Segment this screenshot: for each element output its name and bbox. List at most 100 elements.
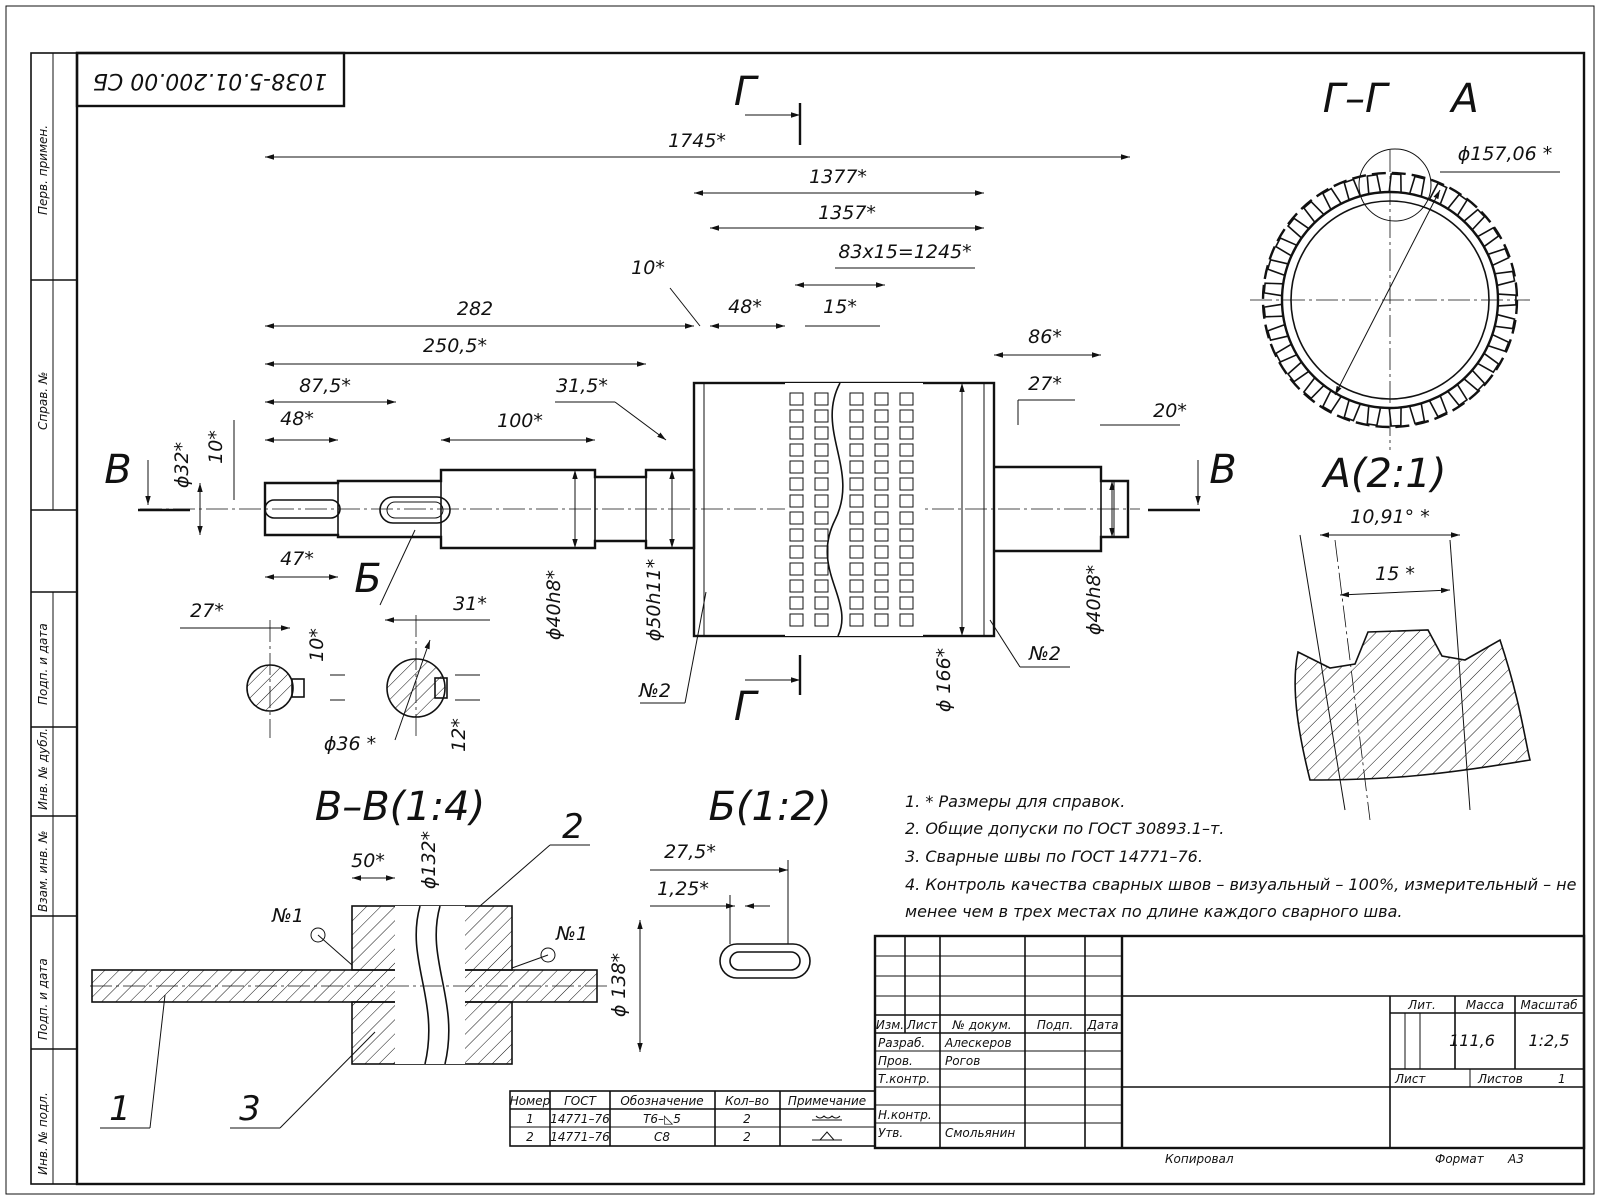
side-label-podp2: Подп. и дата (36, 958, 50, 1040)
weld-r1-designation: Т6–◺5 (643, 1112, 681, 1126)
tb-name-razrab: Алескеров (944, 1036, 1012, 1050)
dim-31-5: 31,5* (556, 375, 608, 397)
tb-sheets-label: Листов (1477, 1072, 1523, 1086)
dim-phi138: ϕ 138* (608, 953, 630, 1017)
drum-tooth (814, 562, 829, 576)
detail-b-view: Б(1:2) 27,5* 1,25* (650, 784, 832, 979)
dim-50: 50* (351, 850, 385, 872)
dim-47: 47* (280, 548, 314, 570)
tb-col-list: Лист (906, 1018, 938, 1032)
side-label-vzam: Взам. инв. № (36, 831, 50, 912)
tb-col-data: Дата (1086, 1018, 1118, 1032)
side-columns: Перв. примен. Справ. № Подп. и дата Инв.… (36, 125, 50, 1175)
drum-tooth (899, 477, 914, 491)
drum-tooth (814, 477, 829, 491)
drum-tooth (814, 613, 829, 627)
note-1: 1. * Размеры для справок. (905, 792, 1125, 811)
dim-15-detail: 15 * (1375, 563, 1415, 585)
detail-a-view: А(2:1) 10,91° * 15 * (1294, 451, 1531, 821)
drum-tooth (814, 392, 829, 406)
section-g-bottom: Г (734, 684, 759, 730)
tb-name-prov: Рогов (945, 1054, 980, 1068)
drum-tooth (874, 477, 889, 491)
drum-tooth (814, 579, 829, 593)
weld-symbol-2-icon (812, 1131, 842, 1141)
dim-48-left: 48* (280, 408, 314, 430)
drum-tooth (789, 511, 804, 525)
drum-tooth (789, 613, 804, 627)
weld-th-designation: Обозначение (620, 1094, 703, 1108)
drum-tooth (814, 409, 829, 423)
gear-tooth (1366, 173, 1382, 195)
drum-tooth (849, 545, 864, 559)
section-v-right: В (1209, 447, 1236, 493)
drum-tooth (789, 426, 804, 440)
drum-tooth (849, 409, 864, 423)
dim-phi32: ϕ32* (171, 442, 193, 488)
dim-87-5: 87,5* (299, 375, 351, 397)
section-vv-title: В–В(1:4) (315, 784, 485, 830)
section-g-top: Г (734, 69, 759, 115)
weld-th-qty: Кол–во (725, 1094, 769, 1108)
drum-tooth (849, 460, 864, 474)
weld-symbol-1-icon (812, 1115, 842, 1121)
gear-tooth (1286, 217, 1310, 239)
section-v-left: В (104, 447, 131, 493)
section-gg-title: Г–Г (1323, 76, 1390, 122)
tb-mass-label: Масса (1466, 998, 1504, 1012)
drum-tooth (849, 392, 864, 406)
gear-tooth (1266, 258, 1289, 277)
drum-tooth (874, 613, 889, 627)
technical-notes: 1. * Размеры для справок. 2. Общие допус… (905, 792, 1577, 921)
drum-tooth (789, 477, 804, 491)
drum-tooth (874, 460, 889, 474)
gear-tooth (1463, 208, 1486, 231)
tb-role-tkontr: Т.контр. (878, 1072, 930, 1086)
drum-tooth (874, 443, 889, 457)
drum-tooth (899, 613, 914, 627)
tb-lit-label: Лит. (1407, 998, 1436, 1012)
drum-tooth (814, 511, 829, 525)
dim-83x15: 83x15=1245* (838, 241, 971, 263)
drum-tooth (849, 494, 864, 508)
drum-tooth (789, 443, 804, 457)
gear-tooth (1388, 173, 1402, 193)
drum-tooth (849, 528, 864, 542)
side-label-podp1: Подп. и дата (36, 623, 50, 705)
gear-tooth (1266, 323, 1289, 342)
drum-tooth (899, 443, 914, 457)
gear-tooth (1487, 333, 1510, 353)
weld-no1-left: №1 (271, 905, 304, 927)
drum-tooth (874, 511, 889, 525)
dim-phi132: ϕ132* (418, 831, 440, 889)
drum-tooth (849, 613, 864, 627)
drum-tooth (874, 494, 889, 508)
gear-tooth (1494, 313, 1516, 330)
tb-col-podp: Подп. (1037, 1018, 1073, 1032)
drum-tooth (789, 596, 804, 610)
tb-name-utv: Смольянин (945, 1126, 1015, 1140)
gear-tooth (1263, 282, 1284, 297)
dim-31: 31* (453, 593, 487, 615)
gear-tooth (1494, 270, 1516, 287)
side-label-inv-dubl: Инв. № дубл. (36, 728, 50, 810)
drum-tooth (789, 392, 804, 406)
gear-tooth (1263, 303, 1284, 318)
tb-copied: Копировал (1165, 1152, 1234, 1166)
detail-b-mark: Б (354, 556, 381, 602)
detail-b-title: Б(1:2) (708, 784, 831, 830)
drum-tooth (789, 545, 804, 559)
dim-282: 282 (457, 298, 493, 320)
weld-r2-gost: 14771–76 (550, 1130, 610, 1144)
note-5: менее чем в трех местах по длине каждого… (905, 902, 1403, 921)
drum-tooth (814, 528, 829, 542)
gear-tooth (1366, 405, 1382, 427)
dim-10-vert: 10* (205, 430, 227, 464)
dim-27-small: 27* (190, 600, 224, 622)
weld-th-note: Примечание (788, 1094, 866, 1108)
drum-tooth (814, 460, 829, 474)
gear-tooth (1274, 236, 1298, 257)
dim-1-25: 1,25* (657, 878, 709, 900)
drum-tooth (899, 528, 914, 542)
gear-tooth (1447, 383, 1469, 407)
